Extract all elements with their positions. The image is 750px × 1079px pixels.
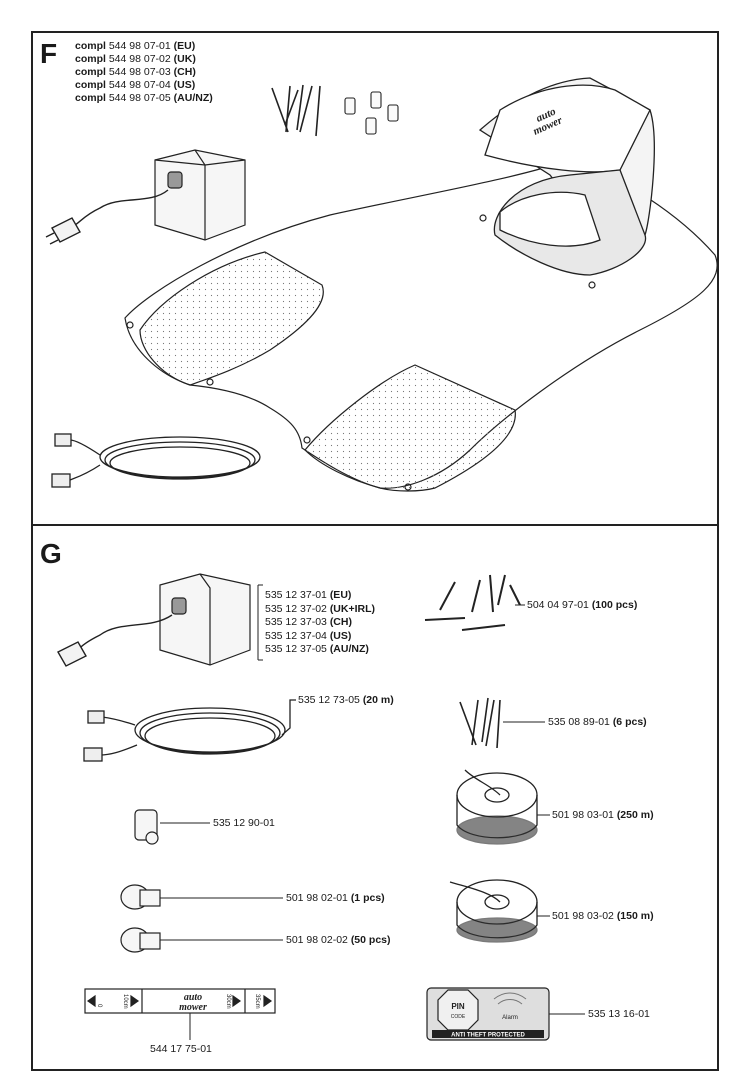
g-connector-icon: [134, 809, 159, 845]
ruler-mark-30cm: 30cm: [225, 994, 231, 1009]
transformer-part-line: 535 12 37-05 (AU/NZ): [265, 643, 369, 655]
sticker-alarm-text: Alarm: [502, 1015, 518, 1021]
g-transformer-parts-list: 535 12 37-01 (EU) 535 12 37-02 (UK+IRL) …: [265, 589, 375, 657]
g-transformer-bracket: [257, 584, 263, 661]
section-g-letter: G: [40, 538, 62, 569]
g-screws-icon: [459, 697, 501, 749]
screws-icon: [271, 84, 321, 137]
ruler-logo-line2: mower: [179, 1002, 207, 1013]
sticker-pin-text: PIN: [451, 1002, 465, 1011]
g-cable-coil-icon: [83, 699, 296, 762]
connectors-icon: [344, 91, 399, 135]
g-transformer-icon: [159, 573, 251, 666]
g-wire-250-label: 501 98 03-01 (250 m): [552, 809, 654, 821]
section-f-letter: F: [40, 38, 58, 69]
g-coupler-50-icon: [120, 927, 161, 953]
g-screws-label: 535 08 89-01 (6 pcs): [548, 716, 647, 728]
coiled-cable-icon: [51, 433, 261, 488]
g-coupler-1-label: 501 98 02-01 (1 pcs): [286, 892, 385, 904]
pegs-icon: [424, 574, 521, 631]
g-coupler-1-icon: [120, 884, 161, 910]
sticker-code-text: CODE: [451, 1014, 466, 1020]
g-sticker-icon: [426, 987, 550, 1041]
compl-part-list: compl 544 98 07-01 (EU) compl 544 98 07-…: [75, 40, 213, 105]
page-frame: [31, 31, 719, 1071]
charging-station-head: [478, 77, 655, 276]
transformer-part-line: 535 12 37-01 (EU): [265, 589, 352, 601]
compl-line: compl 544 98 07-04 (US): [75, 79, 196, 91]
g-connector-label: 535 12 90-01: [213, 817, 275, 829]
compl-line: compl 544 98 07-03 (CH): [75, 66, 196, 78]
g-wire-reel-250-icon: [456, 769, 538, 845]
ruler-logo-line1: auto: [184, 992, 202, 1003]
transformer-part-line: 535 12 37-03 (CH): [265, 616, 352, 628]
compl-line: compl 544 98 07-02 (UK): [75, 53, 196, 65]
transformer-icon: [154, 149, 246, 241]
g-ruler-label: 544 17 75-01: [150, 1043, 212, 1055]
g-wire-150-label: 501 98 03-02 (150 m): [552, 910, 654, 922]
g-plug-cable-icon: [57, 614, 173, 667]
plug-cable-icon: [45, 189, 169, 245]
section-divider: [31, 524, 719, 526]
g-cable-label: 535 12 73-05 (20 m): [298, 694, 394, 706]
ruler-mark-left: 0: [96, 1004, 102, 1008]
g-wire-reel-150-icon: [449, 879, 538, 943]
g-ruler-icon: [84, 988, 276, 1014]
transformer-part-line: 535 12 37-04 (US): [265, 629, 352, 642]
charging-station-plate: [124, 159, 718, 492]
g-coupler-50-label: 501 98 02-02 (50 pcs): [286, 934, 391, 946]
compl-line: compl 544 98 07-01 (EU): [75, 40, 196, 52]
transformer-part-line: 535 12 37-02 (UK+IRL): [265, 602, 376, 615]
ruler-mark-10cm: 10cm: [122, 994, 128, 1009]
sticker-banner-text: ANTI THEFT PROTECTED: [451, 1033, 525, 1039]
ruler-mark-35cm: 35cm: [254, 994, 260, 1009]
compl-line: compl 544 98 07-05 (AU/NZ): [75, 92, 213, 104]
g-pegs-label: 504 04 97-01 (100 pcs): [527, 599, 638, 611]
g-sticker-label: 535 13 16-01: [588, 1008, 650, 1020]
